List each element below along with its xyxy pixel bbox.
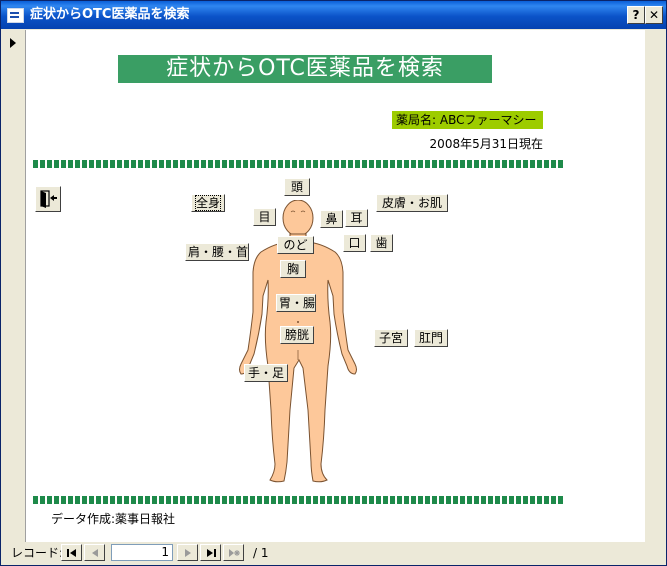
- top-divider: [33, 160, 563, 168]
- body-part-button-hana[interactable]: 鼻: [320, 210, 343, 228]
- pharmacy-name: 薬局名: ABCファーマシー: [392, 111, 543, 129]
- form-icon: [7, 8, 24, 23]
- data-credit: データ作成:薬事日報社: [51, 512, 176, 526]
- body-part-button-me[interactable]: 目: [253, 208, 276, 226]
- first-record-button[interactable]: [61, 544, 82, 561]
- body-part-label: 全身: [194, 195, 222, 211]
- form-detail: 症状からOTC医薬品を検索 薬局名: ABCファーマシー 2008年5月31日現…: [26, 30, 645, 542]
- record-selector-arrow-icon: [10, 38, 16, 48]
- body-part-button-ichou[interactable]: 胃・腸: [276, 294, 316, 312]
- body-part-button-nodo[interactable]: のど: [277, 236, 314, 254]
- current-record-field[interactable]: 1: [111, 544, 173, 561]
- body-part-button-boukou[interactable]: 膀胱: [280, 326, 314, 344]
- next-record-icon: [185, 549, 191, 557]
- record-navigator: レコード: 1 / 1: [1, 542, 666, 565]
- prev-record-icon: [92, 549, 98, 557]
- title-bar: 症状からOTC医薬品を検索 ? ✕: [1, 1, 666, 29]
- help-button[interactable]: ?: [627, 6, 645, 24]
- prev-record-button[interactable]: [84, 544, 105, 561]
- body-part-button-mune[interactable]: 胸: [280, 260, 306, 278]
- form-title: 症状からOTC医薬品を検索: [118, 55, 492, 83]
- record-label: レコード:: [11, 546, 64, 560]
- last-record-button[interactable]: [200, 544, 221, 561]
- record-selector[interactable]: [1, 30, 26, 542]
- body-part-button-atama[interactable]: 頭: [284, 178, 310, 196]
- close-button[interactable]: ✕: [645, 6, 663, 24]
- last-record-icon: [207, 549, 216, 557]
- next-record-button[interactable]: [177, 544, 198, 561]
- body-part-button-kuchi[interactable]: 口: [343, 234, 366, 252]
- body-part-button-teashi[interactable]: 手・足: [244, 364, 288, 382]
- vertical-scroll-area: [645, 30, 666, 542]
- body-part-button-koumon[interactable]: 肛門: [414, 329, 448, 347]
- record-total: / 1: [253, 546, 269, 560]
- body-part-button-kata[interactable]: 肩・腰・首: [185, 243, 249, 261]
- new-record-icon: [229, 549, 240, 557]
- new-record-button[interactable]: [223, 544, 244, 561]
- exit-door-icon: [40, 190, 57, 208]
- exit-button[interactable]: [35, 186, 61, 212]
- body-part-button-mimi[interactable]: 耳: [345, 209, 368, 227]
- body-part-button-ha[interactable]: 歯: [370, 234, 393, 252]
- body-part-button-hifu[interactable]: 皮膚・お肌: [376, 194, 448, 212]
- as-of-date: 2008年5月31日現在: [429, 137, 543, 151]
- bottom-divider: [33, 496, 563, 504]
- body-part-button-zenshin[interactable]: 全身: [191, 194, 225, 212]
- first-record-icon: [67, 549, 76, 557]
- body-part-button-shikyu[interactable]: 子宮: [374, 329, 408, 347]
- window-title: 症状からOTC医薬品を検索: [30, 7, 190, 22]
